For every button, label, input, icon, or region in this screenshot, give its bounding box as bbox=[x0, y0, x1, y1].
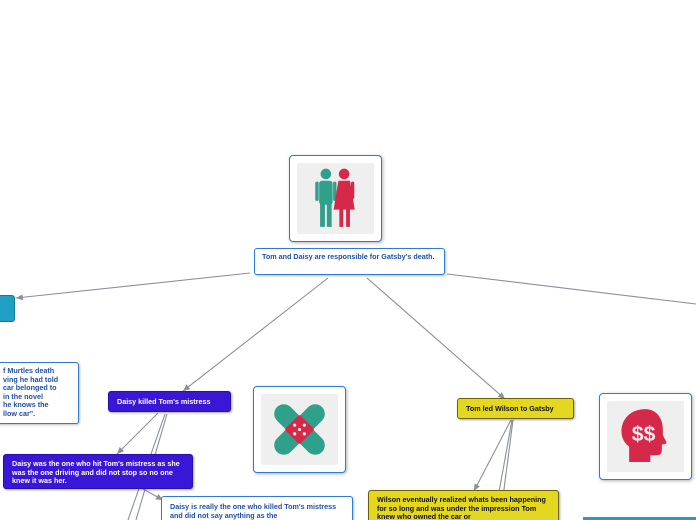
money-image-card[interactable]: $$ bbox=[599, 393, 692, 480]
daisy-really-text: Daisy is really the one who killed Tom's… bbox=[170, 502, 337, 520]
daisy-killed-text: Daisy killed Tom's mistress bbox=[117, 397, 211, 406]
bottom-right-edge-node bbox=[583, 517, 696, 520]
link-tom-led-to-wilson bbox=[473, 419, 512, 492]
link-central-to-right-offscreen bbox=[446, 273, 696, 305]
link-central-to-daisy-killed bbox=[182, 277, 329, 392]
left-note-line-4: in the novel bbox=[3, 391, 43, 401]
central-topic-text: Tom and Daisy are responsible for Gatsby… bbox=[262, 252, 435, 261]
couple-icon bbox=[297, 163, 374, 234]
money-head-icon: $$ bbox=[607, 401, 684, 472]
bandage-image-card[interactable] bbox=[253, 386, 346, 473]
left-note-line-5: he knows the bbox=[3, 400, 49, 410]
daisy-really-topic[interactable]: Daisy is really the one who killed Tom's… bbox=[161, 496, 353, 520]
link-daisy-killed-to-daisy-hit bbox=[116, 412, 159, 455]
daisy-hit-text: Daisy was the one who hit Tom's mistress… bbox=[12, 459, 180, 486]
tom-led-text: Tom led Wilson to Gatsby bbox=[466, 404, 554, 413]
daisy-killed-topic[interactable]: Daisy killed Tom's mistress bbox=[108, 391, 231, 412]
link-central-to-tom-led bbox=[366, 277, 506, 400]
left-note-line-2: ving he had told bbox=[3, 374, 59, 384]
link-daisy-killed-to-daisy-really bbox=[142, 488, 164, 501]
tom-led-topic[interactable]: Tom led Wilson to Gatsby bbox=[457, 398, 574, 419]
left-note-topic[interactable]: f Murtles death ving he had told car bel… bbox=[0, 362, 79, 424]
wilson-realized-text: Wilson eventually realized whats been ha… bbox=[377, 495, 546, 520]
left-teal-topic[interactable] bbox=[0, 295, 15, 322]
daisy-hit-topic[interactable]: Daisy was the one who hit Tom's mistress… bbox=[3, 454, 193, 489]
wilson-realized-topic[interactable]: Wilson eventually realized whats been ha… bbox=[368, 490, 559, 520]
bandage-icon bbox=[261, 394, 338, 465]
left-note-line-3: car belonged to bbox=[3, 383, 57, 393]
left-note-line-6: llow car". bbox=[3, 408, 36, 418]
central-topic[interactable]: Tom and Daisy are responsible for Gatsby… bbox=[254, 248, 445, 275]
left-note-line-1: f Murtles death bbox=[3, 366, 55, 375]
svg-text:$$: $$ bbox=[632, 423, 656, 446]
link-central-to-left bbox=[15, 272, 251, 301]
central-image-card[interactable] bbox=[289, 155, 382, 242]
